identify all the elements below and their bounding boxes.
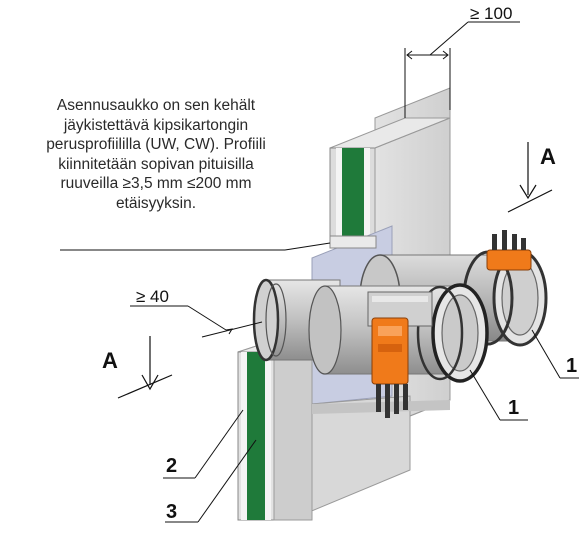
installation-note: Asennusaukko on sen kehält jäykistettävä…: [4, 96, 308, 213]
callout-3-label: 3: [166, 501, 177, 523]
front-actuator: [371, 317, 409, 418]
callout-1-front: [469, 369, 528, 421]
callout-2-label: 2: [166, 455, 177, 477]
note-line: perusprofiililla (UW, CW). Profiili: [46, 136, 266, 153]
note-line: jäykistettävä kipsikartongin: [63, 116, 249, 134]
dimension-top: [404, 21, 520, 118]
dimension-left-label: ≥ 40: [136, 287, 169, 306]
profile-top: [329, 235, 377, 249]
note-line: etäisyyksin.: [115, 194, 197, 212]
callout-1-back-label: 1: [566, 355, 577, 377]
note-leader: [60, 242, 331, 251]
damper-front: [252, 278, 489, 418]
callout-2: [163, 409, 244, 479]
section-mark-right: [507, 142, 553, 213]
section-label-right: A: [540, 144, 556, 169]
dimension-top-label: ≥ 100: [470, 4, 512, 23]
callout-1-front-label: 1: [508, 397, 519, 419]
note-line: kiinnitetään sopivan pituisilla: [58, 155, 254, 173]
back-actuator: [486, 230, 532, 271]
callout-1-back: [531, 329, 579, 379]
section-mark-left: [117, 336, 173, 399]
dimension-left: [130, 305, 263, 338]
insulation-upper: [342, 148, 364, 240]
note-line: ruuveilla ≥3,5 mm ≤200 mm: [60, 175, 252, 192]
insulation-lower: [247, 352, 265, 520]
note-line: Asennusaukko on sen kehält: [56, 97, 256, 114]
callout-3: [165, 439, 257, 523]
section-label-left: A: [102, 348, 118, 373]
